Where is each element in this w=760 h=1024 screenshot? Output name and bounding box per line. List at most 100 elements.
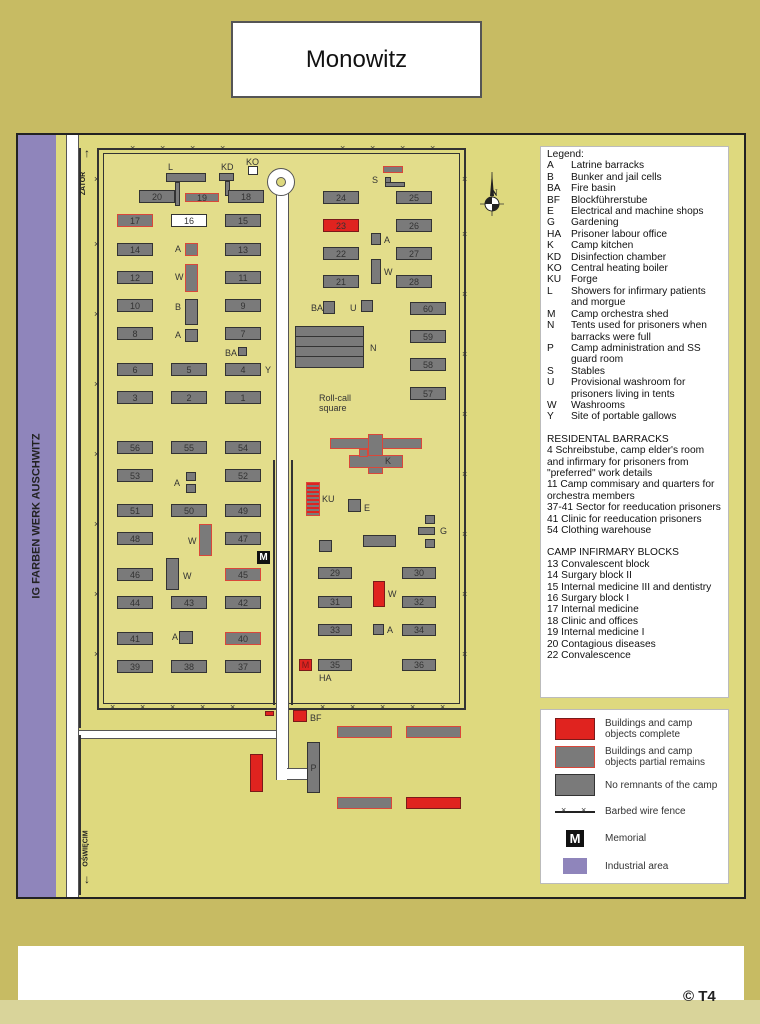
building-outside[interactable] [250,754,263,792]
building-W[interactable] [199,524,212,556]
building-A[interactable] [186,472,196,481]
building-53[interactable]: 53 [117,469,153,482]
building-BA[interactable] [238,347,247,356]
building-L[interactable] [166,173,206,182]
building-S-2[interactable] [385,182,405,187]
building-27[interactable]: 27 [396,247,432,260]
building-6[interactable]: 6 [117,363,153,376]
building-2[interactable]: 2 [171,391,207,404]
building-KU[interactable] [306,482,320,516]
building-A[interactable] [179,631,193,644]
building-38[interactable]: 38 [171,660,207,673]
building-7[interactable]: 7 [225,327,261,340]
building-1[interactable]: 1 [225,391,261,404]
building-60[interactable]: 60 [410,302,446,315]
building-G[interactable] [425,515,435,524]
building-59[interactable]: 59 [410,330,446,343]
building-24[interactable]: 24 [323,191,359,204]
building-34[interactable]: 34 [402,624,436,636]
building-52[interactable]: 52 [225,469,261,482]
building-29[interactable]: 29 [318,567,352,579]
building-23[interactable]: 23 [323,219,359,232]
building-33[interactable]: 33 [318,624,352,636]
building-U[interactable] [361,300,373,312]
building-B[interactable] [185,299,198,325]
building-A[interactable] [373,624,384,635]
building-outside[interactable] [337,726,392,738]
building-KO[interactable] [248,166,258,175]
building-outside[interactable] [406,726,461,738]
building-43[interactable]: 43 [171,596,207,609]
building-5[interactable]: 5 [171,363,207,376]
label-KD: KD [221,162,234,172]
building-57[interactable]: 57 [410,387,446,400]
building-W[interactable] [166,558,179,590]
building-55[interactable]: 55 [171,441,207,454]
building-A[interactable] [185,329,198,342]
building-E[interactable] [348,499,361,512]
building-41[interactable]: 41 [117,632,153,645]
building-54[interactable]: 54 [225,441,261,454]
building-39[interactable]: 39 [117,660,153,673]
residential-item: 37-41 Sector for reeducation prisoners [547,502,721,514]
building-49[interactable]: 49 [225,504,261,517]
building-unlabeled[interactable] [319,540,332,552]
building-16[interactable]: 16 [171,214,207,227]
building-25[interactable]: 25 [396,191,432,204]
building-W[interactable] [373,581,385,607]
building-17[interactable]: 17 [117,214,153,227]
building-32[interactable]: 32 [402,596,436,608]
building-4[interactable]: 4 [225,363,261,376]
building-13[interactable]: 13 [225,243,261,256]
building-A[interactable] [371,233,381,245]
building-8[interactable]: 8 [117,327,153,340]
building-BA[interactable] [323,301,335,314]
building-14[interactable]: 14 [117,243,153,256]
building-A[interactable] [185,243,198,256]
building-S-1[interactable] [383,166,403,173]
building-unlabeled[interactable] [363,535,396,547]
building-KD[interactable] [219,173,234,181]
building-outside[interactable] [337,797,392,809]
building-BF[interactable] [293,710,307,722]
building-56[interactable]: 56 [117,441,153,454]
building-22[interactable]: 22 [323,247,359,260]
building-18[interactable]: 18 [228,190,264,203]
building-P[interactable]: P [307,742,320,793]
building-small[interactable] [265,711,274,716]
building-48[interactable]: 48 [117,532,153,545]
building-45[interactable]: 45 [225,568,261,581]
building-M[interactable]: M [299,659,312,671]
building-10[interactable]: 10 [117,299,153,312]
building-12[interactable]: 12 [117,271,153,284]
building-36[interactable]: 36 [402,659,436,671]
building-9[interactable]: 9 [225,299,261,312]
building-outside[interactable] [406,797,461,809]
building-46[interactable]: 46 [117,568,153,581]
building-11[interactable]: 11 [225,271,261,284]
swatch-industrial [563,858,587,874]
building-26[interactable]: 26 [396,219,432,232]
label-KU: KU [322,494,335,504]
building-51[interactable]: 51 [117,504,153,517]
building-W[interactable] [185,264,198,292]
building-44[interactable]: 44 [117,596,153,609]
building-37[interactable]: 37 [225,660,261,673]
building-19[interactable]: 19 [185,193,219,203]
building-58[interactable]: 58 [410,358,446,371]
building-47[interactable]: 47 [225,532,261,545]
building-21[interactable]: 21 [323,275,359,288]
building-20[interactable]: 20 [139,190,175,203]
building-40[interactable]: 40 [225,632,261,645]
building-W[interactable] [371,259,381,284]
building-28[interactable]: 28 [396,275,432,288]
building-50[interactable]: 50 [171,504,207,517]
building-30[interactable]: 30 [402,567,436,579]
building-35[interactable]: 35 [318,659,352,671]
building-15[interactable]: 15 [225,214,261,227]
building-42[interactable]: 42 [225,596,261,609]
building-3[interactable]: 3 [117,391,153,404]
building-31[interactable]: 31 [318,596,352,608]
